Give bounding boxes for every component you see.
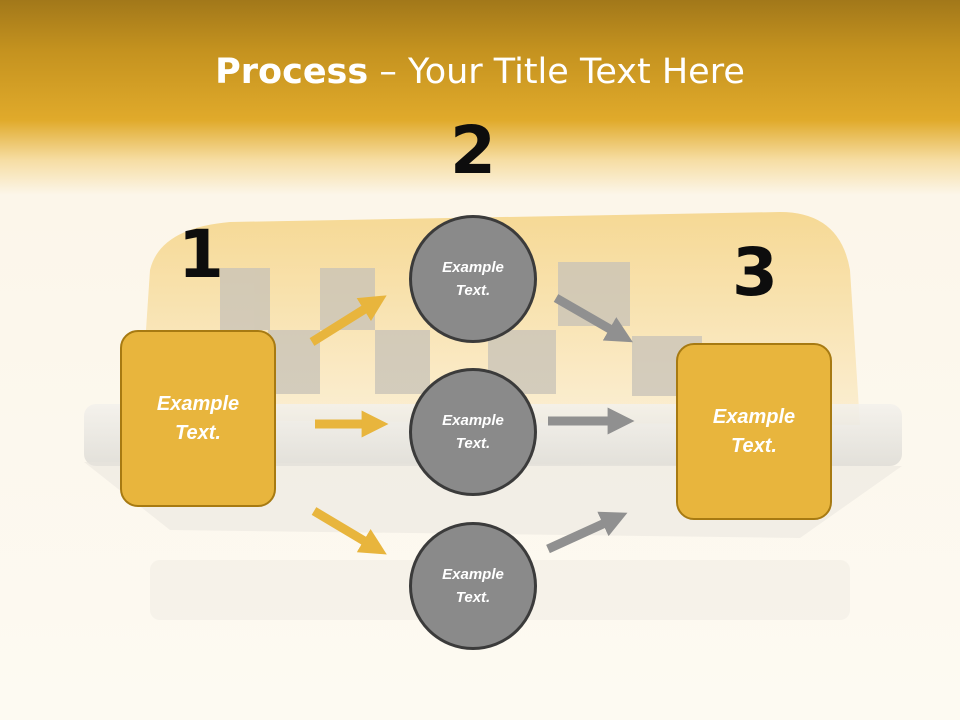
middle-circle-2-text: Example Text. (442, 412, 504, 452)
middle-circle-3-text: Example Text. (442, 566, 504, 606)
title-bold: Process (215, 52, 369, 92)
middle-circle-3: Example Text. (409, 522, 537, 650)
middle-circle-1-text: Example Text. (442, 259, 504, 299)
arrow-step1-to-circle3 (311, 507, 387, 555)
step-number-2: 2 (450, 112, 496, 189)
arrow-step1-to-circle1 (309, 295, 387, 346)
title-rest: – Your Title Text Here (368, 52, 745, 92)
step-number-3: 3 (732, 234, 778, 311)
step1-box: Example Text. (120, 330, 276, 507)
step3-box: Example Text. (676, 343, 832, 520)
arrow-circle1-to-step3 (553, 294, 633, 343)
middle-circle-2: Example Text. (409, 368, 537, 496)
slide-title: Process – Your Title Text Here (0, 52, 960, 92)
step3-text: Example Text. (712, 405, 796, 457)
step-number-1: 1 (178, 216, 224, 293)
step1-text: Example Text. (156, 392, 240, 444)
middle-circle-1: Example Text. (409, 215, 537, 343)
arrow-circle3-to-step3 (546, 511, 628, 554)
